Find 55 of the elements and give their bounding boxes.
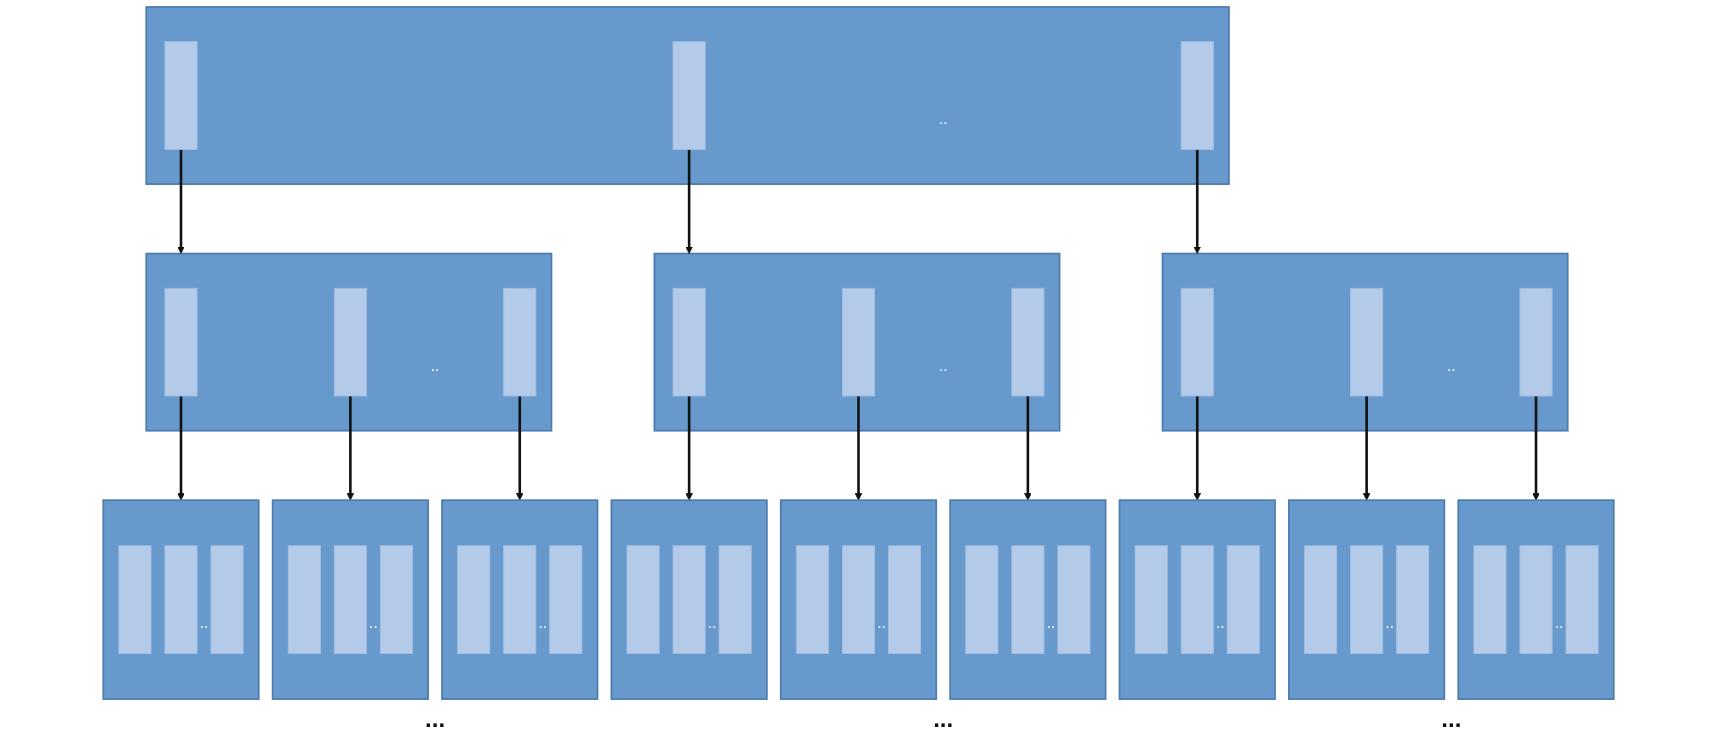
key-bar <box>842 287 875 397</box>
key-bar <box>457 545 491 654</box>
key-bar <box>1350 545 1384 654</box>
ellipsis-label: ... <box>425 707 446 732</box>
arrow <box>346 396 355 501</box>
ellipsis-label: ... <box>1441 707 1462 732</box>
key-bar <box>888 545 922 654</box>
key-bar <box>1057 545 1091 654</box>
key-bar <box>672 41 706 150</box>
key-bar <box>1519 287 1553 397</box>
arrow <box>177 149 185 254</box>
arrow <box>1193 396 1202 501</box>
key-bar <box>1304 545 1338 654</box>
key-bar <box>1180 41 1214 150</box>
arrow <box>515 396 524 501</box>
key-bar <box>1011 287 1045 397</box>
key-bar <box>333 287 367 397</box>
key-bar <box>795 545 829 654</box>
key-bar <box>1134 545 1168 654</box>
key-bar <box>549 545 583 654</box>
arrow <box>1362 396 1371 501</box>
key-bar <box>503 287 537 397</box>
key-bar <box>672 545 706 654</box>
tree-node-box: .. <box>145 6 1230 185</box>
key-bar <box>1396 545 1430 654</box>
key-bar <box>118 545 152 654</box>
key-bar <box>718 545 752 654</box>
key-bar <box>1011 545 1045 654</box>
key-bar <box>164 545 198 654</box>
key-bar <box>1519 545 1553 654</box>
key-bar <box>379 545 413 654</box>
key-bar <box>1180 545 1214 654</box>
key-bar <box>1565 545 1599 654</box>
arrow <box>685 149 693 254</box>
key-bar <box>1180 287 1214 397</box>
arrow <box>1193 149 1202 254</box>
arrow <box>177 396 185 501</box>
key-bar <box>626 545 660 654</box>
key-bar <box>503 545 537 654</box>
key-bar <box>164 41 198 150</box>
key-bar <box>842 545 875 654</box>
key-bar <box>965 545 999 654</box>
arrow <box>1532 396 1540 501</box>
key-bar <box>1226 545 1260 654</box>
key-bar <box>287 545 321 654</box>
key-bar <box>210 545 244 654</box>
arrow <box>685 396 693 501</box>
key-bar <box>1473 545 1507 654</box>
arrow <box>1024 396 1032 501</box>
key-bar <box>1350 287 1384 397</box>
arrow <box>854 396 863 501</box>
key-bar <box>333 545 367 654</box>
ellipsis-label: ... <box>933 707 954 732</box>
key-bar <box>164 287 198 397</box>
key-bar <box>672 287 706 397</box>
